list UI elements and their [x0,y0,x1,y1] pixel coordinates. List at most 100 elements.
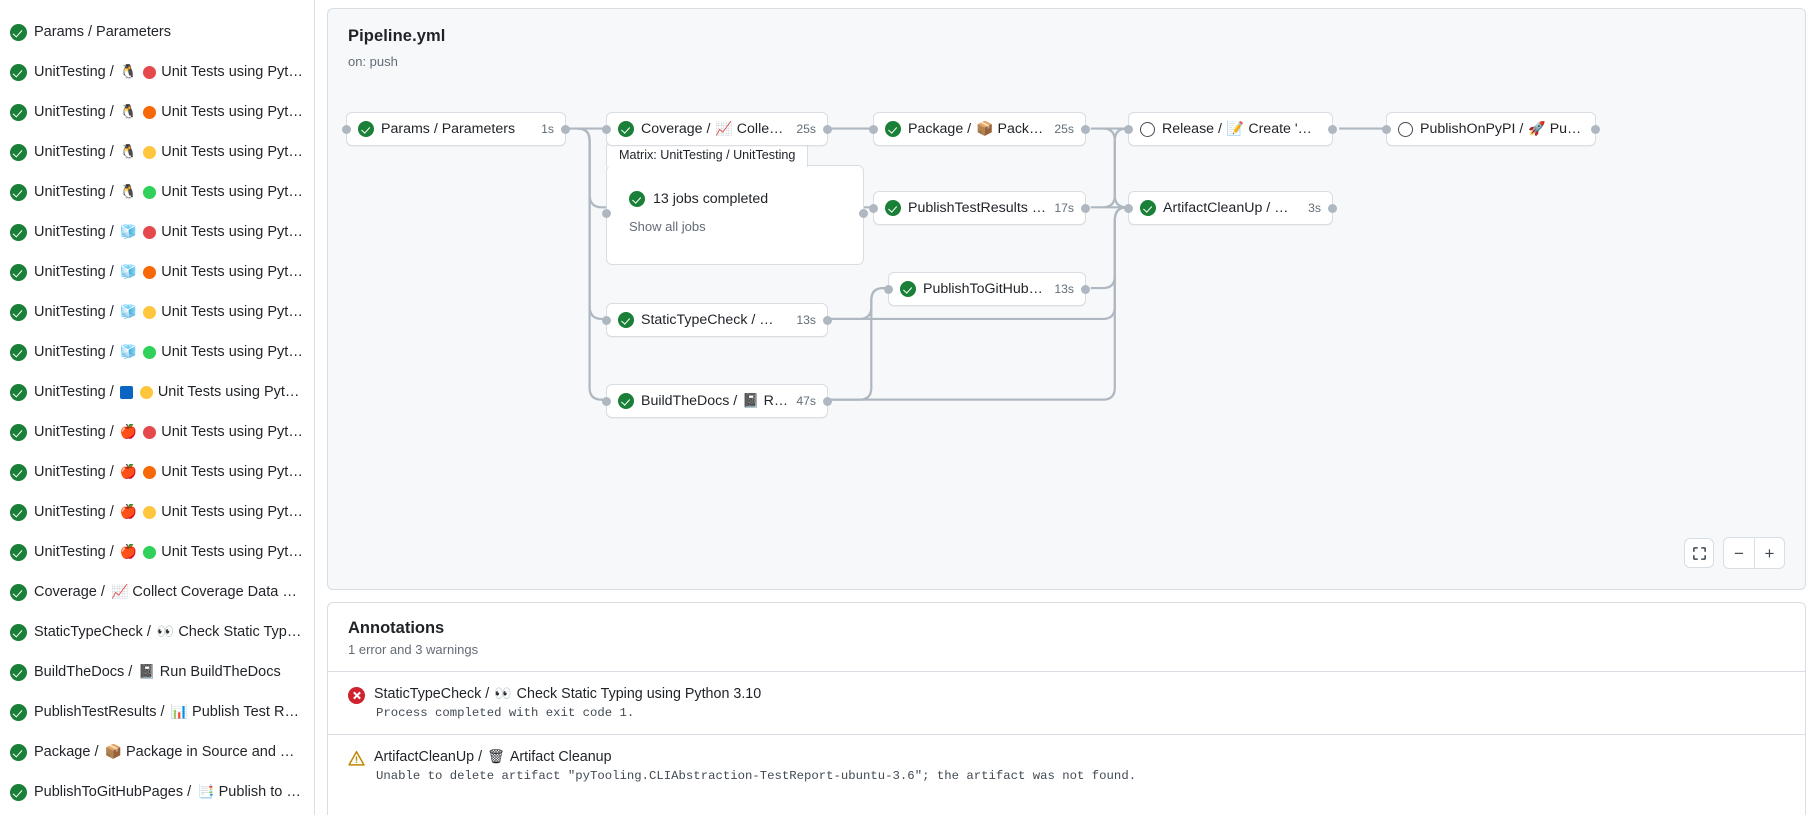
sidebar-item-4[interactable]: UnitTesting / 🐧Unit Tests using Pyth… [0,172,314,212]
page-title: Pipeline.yml [348,27,446,45]
zoom-out-button[interactable]: − [1734,543,1744,563]
annotations-header: Annotations 1 error and 3 warnings [328,603,1805,657]
matrix-jobs-label: 13 jobs completed [653,191,769,207]
sidebar-item-9[interactable]: UnitTesting / Unit Tests using Pyth… [0,372,314,412]
graph-node-label: PublishTestResults / 📊Pu… [908,200,1047,216]
skipped-circle-icon [1398,121,1413,137]
sidebar-item-label: UnitTesting / 🧊Unit Tests using Pyth… [34,344,304,360]
sidebar-item-8[interactable]: UnitTesting / 🧊Unit Tests using Pyth… [0,332,314,372]
platform-icon: 🧊 [119,344,138,360]
platform-icon: 🍎 [119,424,138,440]
fullscreen-icon[interactable] [1684,538,1714,568]
success-check-icon [10,383,27,401]
graph-node-publishonpypi[interactable]: PublishOnPyPI / 🚀Publish to … [1382,112,1600,146]
sidebar-item-5[interactable]: UnitTesting / 🧊Unit Tests using Pyth… [0,212,314,252]
sidebar-item-label: BuildTheDocs / 📓Run BuildTheDocs [34,664,281,680]
sidebar-item-10[interactable]: UnitTesting / 🍎Unit Tests using Pyth… [0,412,314,452]
sidebar-item-15[interactable]: StaticTypeCheck / 👀Check Static Typing… [0,612,314,652]
skipped-circle-icon [1140,121,1155,137]
annotations-panel: Annotations 1 error and 3 warnings Stati… [327,602,1806,815]
sidebar-item-label: PublishTestResults / 📊Publish Test Resu… [34,704,304,720]
success-check-icon [629,191,645,207]
node-port-right [823,397,832,406]
matrix-group-port-left [602,209,611,218]
matrix-jobs-status: 13 jobs completed [629,191,768,207]
node-port-right [1081,125,1090,134]
node-port-left [1124,125,1133,134]
sidebar-item-label: UnitTesting / 🐧Unit Tests using Pyth… [34,64,304,80]
sidebar-item-18[interactable]: Package / 📦Package in Source and Wh… [0,732,314,772]
sidebar-item-0[interactable]: Params / Parameters [0,12,314,52]
node-port-left [602,316,611,325]
success-check-icon [1140,200,1156,216]
success-check-icon [10,503,27,521]
sidebar-item-17[interactable]: PublishTestResults / 📊Publish Test Resu… [0,692,314,732]
sidebar-item-16[interactable]: BuildTheDocs / 📓Run BuildTheDocs [0,652,314,692]
annotations-list: StaticTypeCheck / 👀Check Static Typing u… [328,671,1805,797]
sidebar-item-label: UnitTesting / 🐧Unit Tests using Pyth… [34,184,304,200]
sidebar-item-2[interactable]: UnitTesting / 🐧Unit Tests using Pyth… [0,92,314,132]
job-icon: 📈 [715,121,733,137]
success-check-icon [885,121,901,137]
graph-node-buildthedocs[interactable]: BuildTheDocs / 📓Run Buil…47s [602,384,832,418]
success-check-icon [10,623,27,641]
sidebar-item-label: UnitTesting / 🧊Unit Tests using Pyth… [34,224,304,240]
node-port-left [869,125,878,134]
graph-node-package[interactable]: Package / 📦Package in So…25s [869,112,1090,146]
status-color-dot [143,265,157,279]
annotations-summary: 1 error and 3 warnings [348,642,479,657]
annotation-row: StaticTypeCheck / 👀Check Static Typing u… [328,671,1805,734]
job-icon: 📓 [742,393,760,409]
node-port-left [869,204,878,213]
node-port-left [1124,204,1133,213]
sidebar-item-label: UnitTesting / 🍎Unit Tests using Pyth… [34,544,304,560]
sidebar-item-label: Coverage / 📈Collect Coverage Data usi… [34,584,304,600]
sidebar-item-13[interactable]: UnitTesting / 🍎Unit Tests using Pyth… [0,532,314,572]
annotation-job-name[interactable]: StaticTypeCheck / 👀Check Static Typing u… [374,686,762,702]
matrix-group-unittesting[interactable]: Matrix: UnitTesting / UnitTesting 13 job… [602,141,868,265]
success-check-icon [10,663,27,681]
graph-node-coverage[interactable]: Coverage / 📈Collect Cove…25s [602,112,832,146]
warning-icon [348,750,365,783]
matrix-group-tab-label: Matrix: UnitTesting / UnitTesting [619,147,796,162]
annotation-job-name[interactable]: ArtifactCleanUp / 🗑Artifact Cleanup [374,749,612,765]
annotations-title: Annotations [348,619,445,637]
node-port-left [342,125,351,134]
sidebar-item-7[interactable]: UnitTesting / 🧊Unit Tests using Pyth… [0,292,314,332]
graph-node-artifact[interactable]: ArtifactCleanUp / 🗑Artifac…3s [1124,191,1337,225]
status-color-dot [143,425,157,439]
sidebar-item-3[interactable]: UnitTesting / 🐧Unit Tests using Pyth… [0,132,314,172]
graph-node-label: BuildTheDocs / 📓Run Buil… [641,393,790,409]
graph-node-release[interactable]: Release / 📝Create 'Release P… [1124,112,1337,146]
graph-zoom-controls[interactable]: − + [1684,537,1785,569]
node-port-right [823,316,832,325]
graph-node-ghpages[interactable]: PublishToGitHubPages / 📑…13s [884,272,1090,306]
show-all-jobs-link[interactable]: Show all jobs [629,219,706,234]
status-color-dot [143,545,157,559]
sidebar-item-12[interactable]: UnitTesting / 🍎Unit Tests using Pyth… [0,492,314,532]
job-icon: 🚀 [1528,121,1546,137]
annotation-body: StaticTypeCheck / 👀Check Static Typing u… [374,686,761,720]
sidebar-item-1[interactable]: UnitTesting / 🐧Unit Tests using Pyth… [0,52,314,92]
job-icon: 👀 [494,686,512,702]
graph-node-label: Coverage / 📈Collect Cove… [641,121,789,137]
job-icon: 🗑 [487,749,505,765]
main-content: Pipeline.yml on: push [315,0,1818,815]
zoom-in-button[interactable]: + [1754,538,1784,568]
zoom-button-group[interactable]: − + [1723,537,1785,569]
sidebar-item-14[interactable]: Coverage / 📈Collect Coverage Data usi… [0,572,314,612]
platform-icon: 🐧 [119,104,138,120]
sidebar-item-19[interactable]: PublishToGitHubPages / 📑Publish to G… [0,772,314,812]
platform-icon: 👀 [156,624,175,640]
sidebar-item-6[interactable]: UnitTesting / 🧊Unit Tests using Pyth… [0,252,314,292]
graph-node-statictype[interactable]: StaticTypeCheck / 👀Chec…13s [602,303,832,337]
success-check-icon [10,583,27,601]
sidebar-item-label: StaticTypeCheck / 👀Check Static Typing… [34,624,304,640]
sidebar-item-label: Package / 📦Package in Source and Wh… [34,744,304,760]
sidebar-item-11[interactable]: UnitTesting / 🍎Unit Tests using Pyth… [0,452,314,492]
graph-node-publishtest[interactable]: PublishTestResults / 📊Pu…17s [869,191,1090,225]
platform-icon: 📓 [138,664,156,680]
